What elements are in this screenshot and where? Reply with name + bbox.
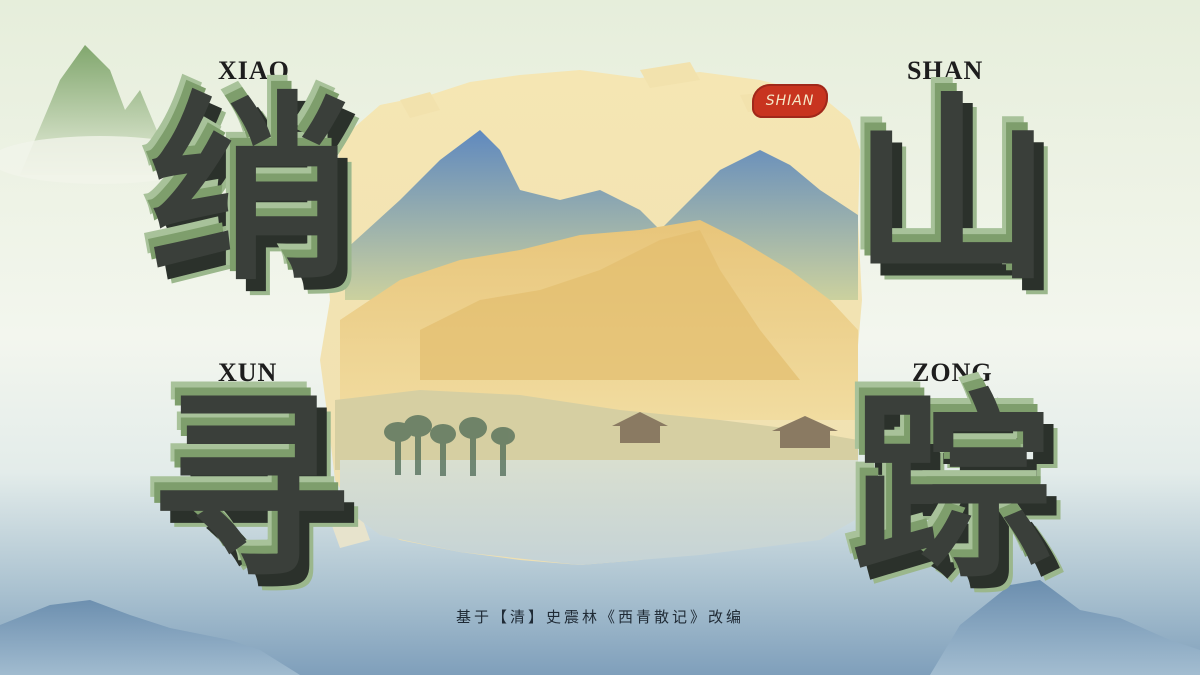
title-char-zong: 踪 <box>852 373 1053 606</box>
seal-stamp: SHIAN <box>752 84 828 118</box>
pinyin-shan: SHAN <box>907 56 984 85</box>
pinyin-zong: ZONG <box>912 358 993 387</box>
title-char-xiao: 绡 <box>150 75 351 308</box>
pinyin-xun: XUN <box>218 358 278 387</box>
subtitle-caption: 基于【清】史震林《西青散记》改编 <box>455 608 744 626</box>
title-char-xun: 寻 <box>150 373 351 606</box>
title-char-shan: 山 <box>852 75 1053 308</box>
pinyin-xiao: XIAO <box>218 56 290 85</box>
